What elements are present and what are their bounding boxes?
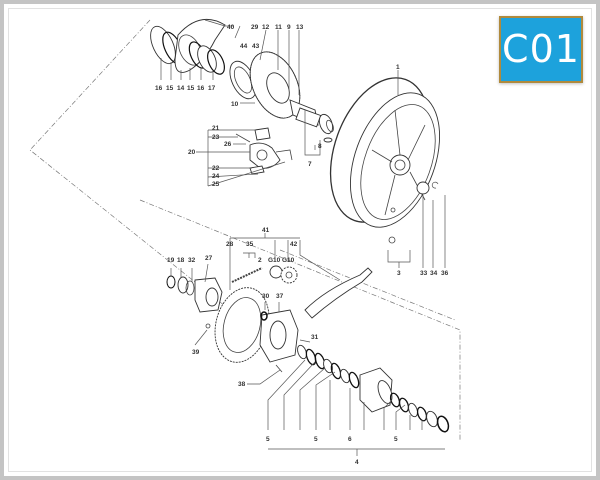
label-1: 1 bbox=[396, 64, 400, 71]
hub-shaft bbox=[289, 99, 334, 143]
leader-3 bbox=[387, 250, 411, 263]
label-22: 22 bbox=[212, 165, 220, 172]
label-8: 8 bbox=[318, 143, 322, 150]
label-15b: 15 bbox=[187, 85, 195, 92]
label-4: 4 bbox=[355, 459, 359, 466]
label-34: 34 bbox=[430, 270, 438, 277]
label-16a: 16 bbox=[155, 85, 163, 92]
leader-lines-bottom bbox=[267, 359, 445, 456]
label-7: 7 bbox=[308, 161, 312, 168]
label-37: 37 bbox=[276, 293, 284, 300]
callout-labels: 40 29 12 11 9 13 44 43 16 15 14 15 16 17… bbox=[155, 24, 449, 466]
label-18: 18 bbox=[177, 257, 185, 264]
label-19: 19 bbox=[167, 257, 175, 264]
label-5b: 5 bbox=[314, 436, 318, 443]
rear-wheel bbox=[329, 77, 441, 228]
label-24: 24 bbox=[212, 173, 220, 180]
label-13: 13 bbox=[296, 24, 304, 31]
label-10: 10 bbox=[231, 101, 239, 108]
label-23: 23 bbox=[212, 134, 220, 141]
label-9: 9 bbox=[287, 24, 291, 31]
axis-dash-left bbox=[29, 19, 256, 331]
label-36: 36 bbox=[441, 270, 449, 277]
label-2: 2 bbox=[258, 257, 262, 264]
section-code-badge: C01 bbox=[499, 16, 583, 83]
label-27: 27 bbox=[205, 255, 213, 262]
label-21: 21 bbox=[212, 125, 220, 132]
label-11: 11 bbox=[275, 24, 282, 31]
label-14: 14 bbox=[177, 85, 185, 92]
label-15a: 15 bbox=[166, 85, 174, 92]
label-33: 33 bbox=[420, 270, 428, 277]
brake-disc bbox=[249, 51, 301, 119]
frame-inner-border bbox=[8, 8, 592, 472]
leader-lines-caliper bbox=[196, 129, 286, 187]
label-26: 26 bbox=[224, 141, 232, 148]
label-32: 32 bbox=[188, 257, 196, 264]
label-29: 29 bbox=[251, 24, 259, 31]
label-38: 38 bbox=[238, 381, 246, 388]
label-30: 30 bbox=[262, 293, 270, 300]
label-6: 6 bbox=[348, 436, 352, 443]
label-12: 12 bbox=[262, 24, 270, 31]
label-g10a: G10 bbox=[268, 257, 281, 264]
label-42: 42 bbox=[290, 241, 298, 248]
label-44: 44 bbox=[240, 43, 248, 50]
label-25: 25 bbox=[212, 181, 220, 188]
brake-caliper bbox=[235, 127, 293, 175]
label-5c: 5 bbox=[394, 436, 398, 443]
label-g10b: G10 bbox=[282, 257, 295, 264]
leader-lines-top bbox=[160, 25, 399, 156]
label-39: 39 bbox=[192, 349, 200, 356]
hub-bearing-stack bbox=[297, 344, 450, 433]
label-41: 41 bbox=[262, 227, 270, 234]
label-20: 20 bbox=[188, 149, 196, 156]
label-17: 17 bbox=[208, 85, 216, 92]
label-31: 31 bbox=[311, 334, 319, 341]
valve bbox=[388, 236, 396, 244]
label-43: 43 bbox=[252, 43, 260, 50]
label-5a: 5 bbox=[266, 436, 270, 443]
drive-group bbox=[166, 233, 373, 385]
label-3: 3 bbox=[397, 270, 401, 277]
label-40: 40 bbox=[227, 24, 235, 31]
axis-dash-mid bbox=[279, 249, 456, 321]
label-28: 28 bbox=[226, 241, 234, 248]
label-16b: 16 bbox=[197, 85, 205, 92]
brake-carrier-stack bbox=[150, 18, 226, 75]
label-35: 35 bbox=[246, 241, 254, 248]
